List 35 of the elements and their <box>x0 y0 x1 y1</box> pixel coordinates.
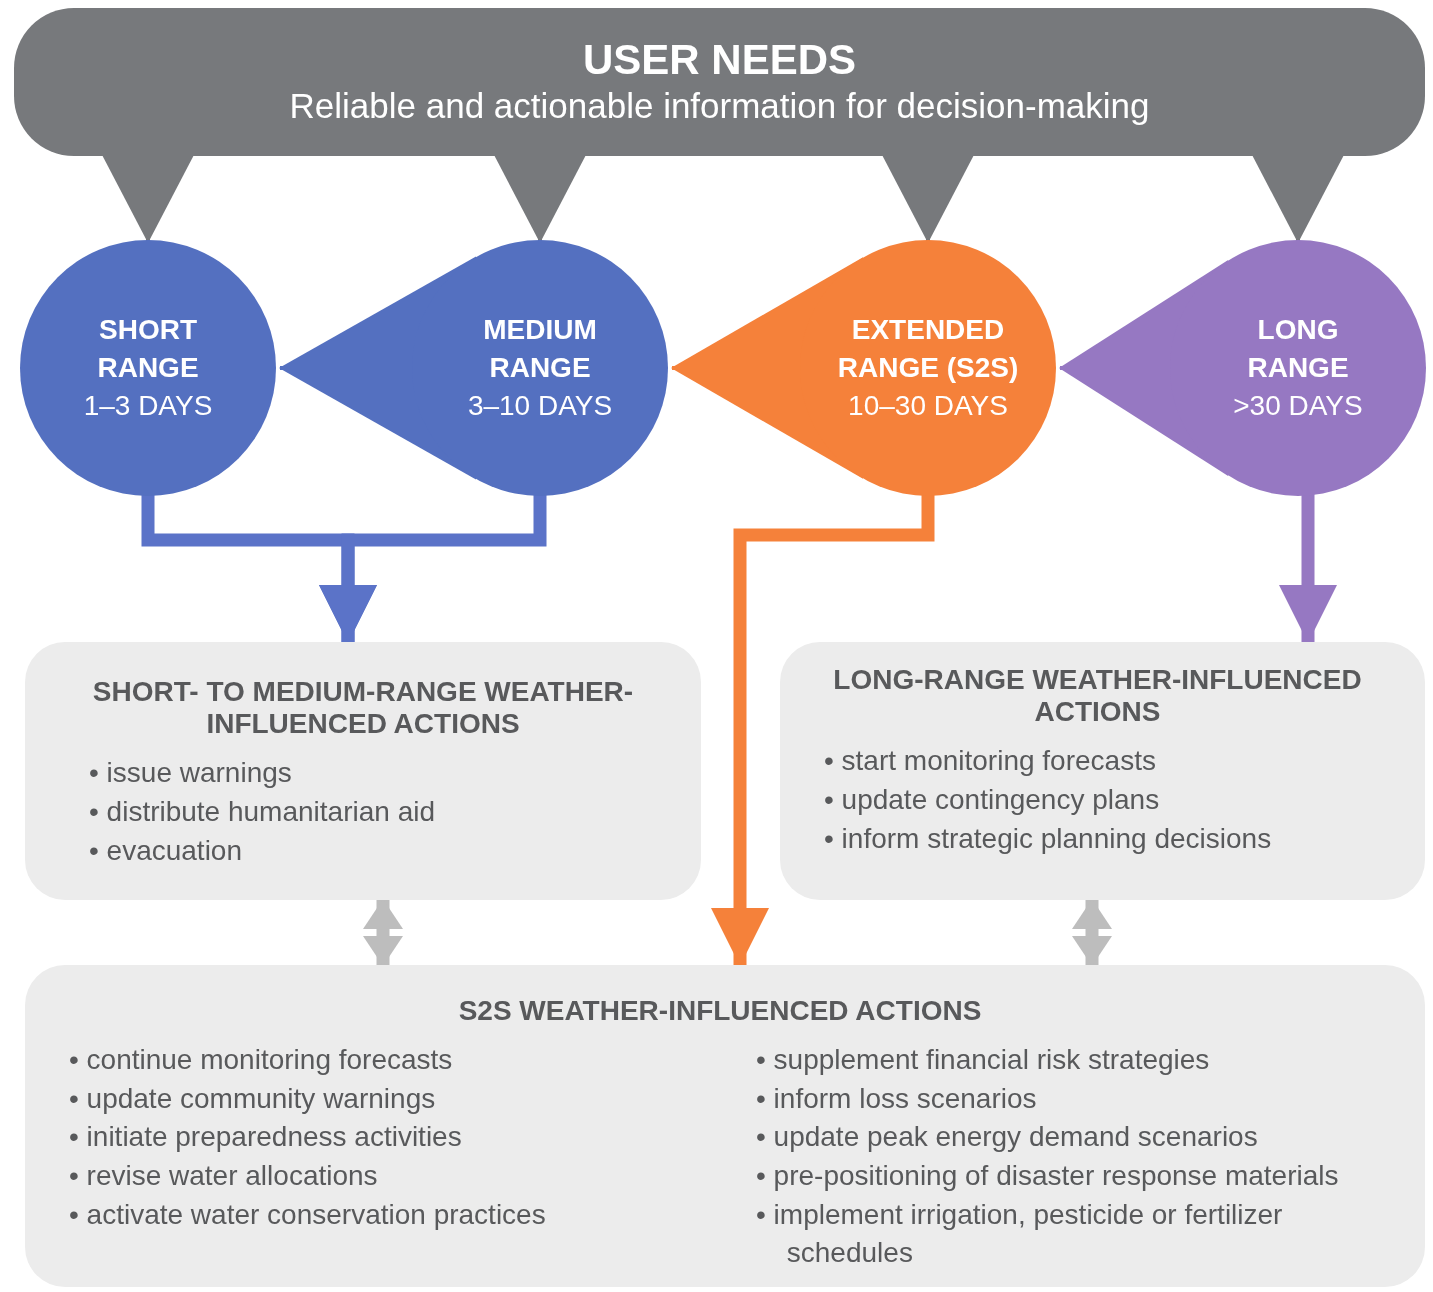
range-name: LONG RANGE <box>1246 313 1350 386</box>
arrow <box>1072 899 1112 966</box>
arrow <box>1279 492 1337 643</box>
action-item: • update community warnings <box>69 1081 437 1116</box>
panel-heading: SHORT- TO MEDIUM-RANGE WEATHER-INFLUENCED ACTIONS <box>91 676 635 741</box>
banner-subtitle: Reliable and actionable information for decision-making <box>288 86 1151 126</box>
action-item: • continue monitoring forecasts <box>69 1043 454 1078</box>
range-name: SHORT RANGE <box>96 313 200 386</box>
range-name: EXTENDED RANGE (S2S) <box>836 313 1020 386</box>
actions-panel <box>25 965 1425 1287</box>
banner-title: USER NEEDS <box>581 36 858 84</box>
action-item: • pre-positioning of disaster response materials <box>756 1159 1340 1194</box>
action-item: • start monitoring forecasts <box>824 744 1157 779</box>
action-item: • evacuation <box>89 833 243 868</box>
actions-panel <box>25 642 701 900</box>
action-item: • distribute humanitarian aid <box>89 795 436 829</box>
action-item: • revise water allocations <box>69 1159 379 1194</box>
action-item: • inform strategic planning decisions <box>824 821 1273 856</box>
day-range: 3–10 DAYS <box>467 388 613 423</box>
action-item: • update contingency plans <box>824 783 1161 817</box>
action-item: • supplement financial risk strategies <box>756 1043 1211 1078</box>
action-item: • issue warnings <box>89 756 293 791</box>
day-range: 1–3 DAYS <box>83 388 213 423</box>
day-range: >30 DAYS <box>1233 388 1363 423</box>
panel-heading: LONG-RANGE WEATHER-INFLUENCED ACTIONS <box>832 664 1363 729</box>
action-item: • activate water conservation practices <box>69 1197 547 1232</box>
action-item: • inform loss scenarios <box>756 1081 1038 1116</box>
range-name: MEDIUM RANGE <box>482 313 598 386</box>
action-item: • initiate preparedness activities <box>69 1120 463 1155</box>
panel-heading: S2S WEATHER-INFLUENCED ACTIONS <box>457 995 983 1028</box>
action-item: • implement irrigation, pesticide or fertilizer schedules <box>756 1197 1284 1271</box>
action-item: • update peak energy demand scenarios <box>756 1120 1259 1155</box>
day-range: 10–30 DAYS <box>848 388 1008 423</box>
arrow <box>363 899 403 966</box>
actions-panel <box>780 642 1425 900</box>
